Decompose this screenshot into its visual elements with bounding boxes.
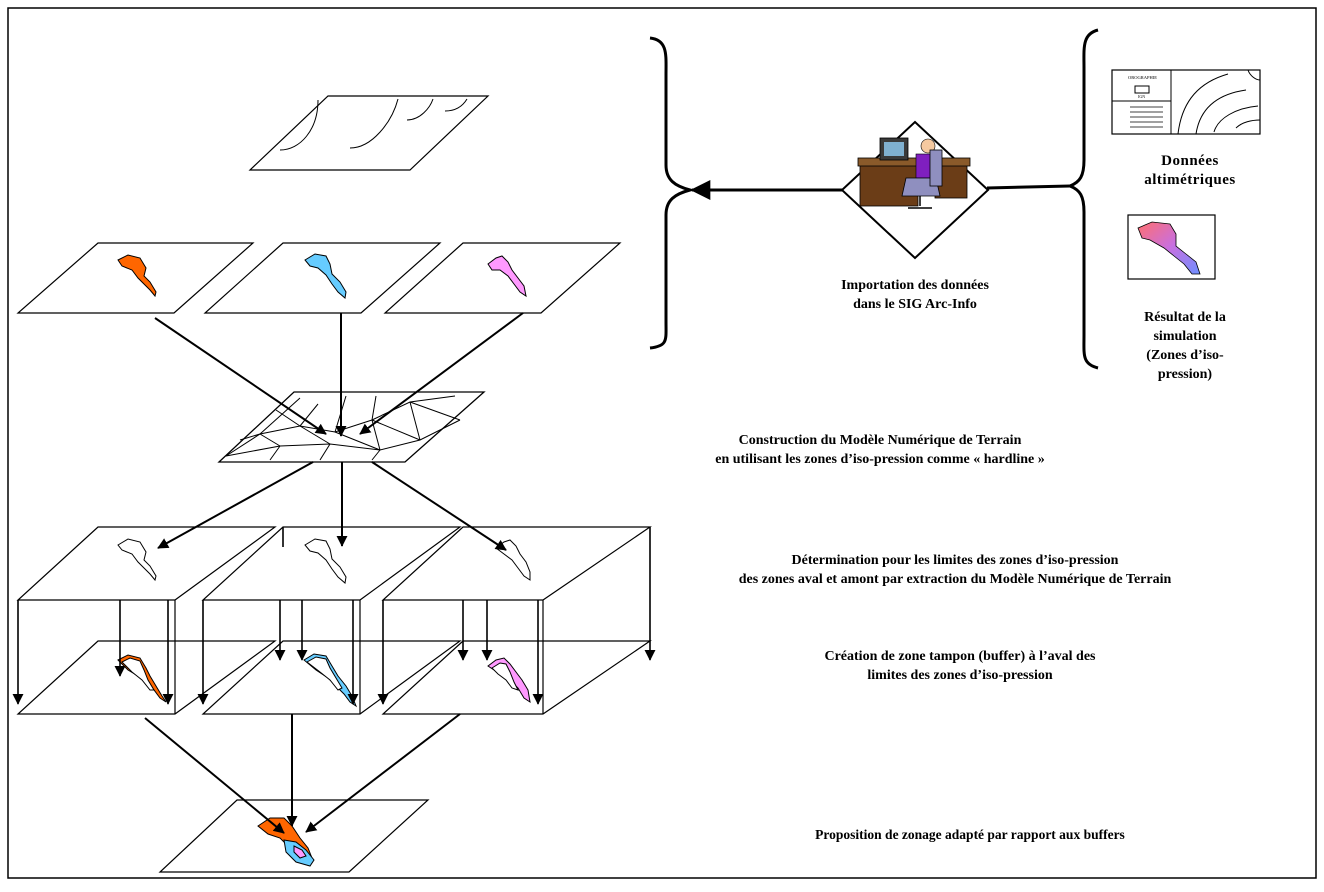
data-connector [986, 184, 1071, 190]
outer-border [7, 7, 1317, 879]
left-brace [649, 36, 696, 350]
zoning-proposal-label: Proposition de zonage adapté par rapport… [815, 827, 1125, 842]
computer-user-icon [857, 137, 971, 209]
final-zoning-layer [158, 799, 430, 873]
map-thumbnail-title: OROGRAPHIE [1128, 75, 1157, 80]
simulation-result-icon [1127, 214, 1216, 280]
dtm-construction-label: Construction du Modèle Numérique de Terr… [715, 433, 1045, 467]
determination-label: Détermination pour les limites des zones… [738, 553, 1172, 587]
map-thumbnail-subtitle: IGN [1138, 94, 1145, 99]
topographic-map-icon: OROGRAPHIE IGN [1111, 69, 1261, 135]
flow-arrows [144, 312, 524, 834]
iso-pressure-layer-pink [383, 242, 622, 314]
iso-pressure-layer-orange [16, 242, 255, 314]
contour-layer [248, 95, 490, 171]
iso-pressure-layer-cyan [203, 242, 442, 314]
right-brace [1065, 28, 1099, 370]
altimetric-data-label: Données altimétriques [1144, 153, 1236, 188]
import-label: Importation des données dans le SIG Arc-… [841, 278, 989, 312]
tin-layer [217, 391, 486, 463]
vertical-arrows [12, 527, 656, 705]
buffer-creation-label: Création de zone tampon (buffer) à l’ava… [824, 649, 1096, 683]
simulation-result-label: Résultat de la simulation (Zones d’iso- … [1144, 310, 1226, 382]
buffer-shapes [117, 653, 531, 708]
